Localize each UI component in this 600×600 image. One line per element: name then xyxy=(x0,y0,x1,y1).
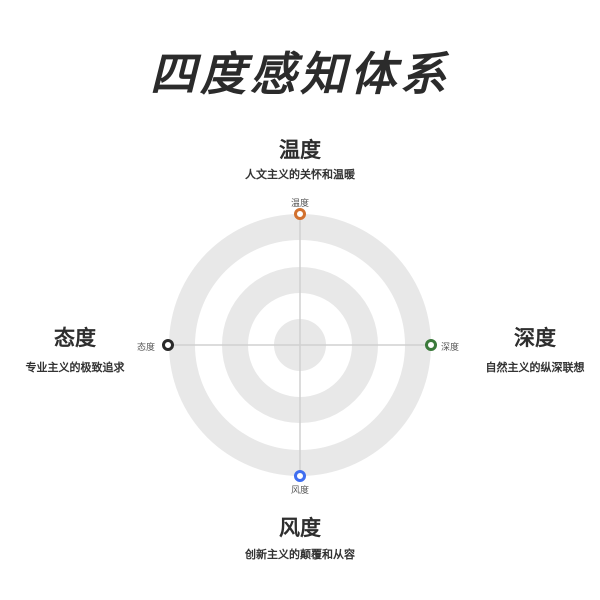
marker-top xyxy=(294,208,306,220)
heading-left: 态度 xyxy=(54,326,96,350)
description-left: 专业主义的极致追求 xyxy=(25,361,125,374)
marker-label-right: 深度 xyxy=(441,343,460,353)
heading-right: 深度 xyxy=(514,326,556,350)
description-right: 自然主义的纵深联想 xyxy=(485,361,585,374)
description-top: 人文主义的关怀和温暖 xyxy=(245,168,355,181)
description-bottom: 创新主义的颠覆和从容 xyxy=(245,548,355,561)
marker-label-top: 温度 xyxy=(290,199,309,209)
heading-bottom: 风度 xyxy=(279,516,321,540)
page-title: 四度感知体系 xyxy=(150,47,450,101)
marker-label-left: 态度 xyxy=(137,343,156,353)
marker-left xyxy=(162,339,174,351)
marker-right xyxy=(425,339,437,351)
marker-bottom xyxy=(294,470,306,482)
marker-label-bottom: 风度 xyxy=(290,486,309,496)
heading-top: 温度 xyxy=(279,138,321,162)
